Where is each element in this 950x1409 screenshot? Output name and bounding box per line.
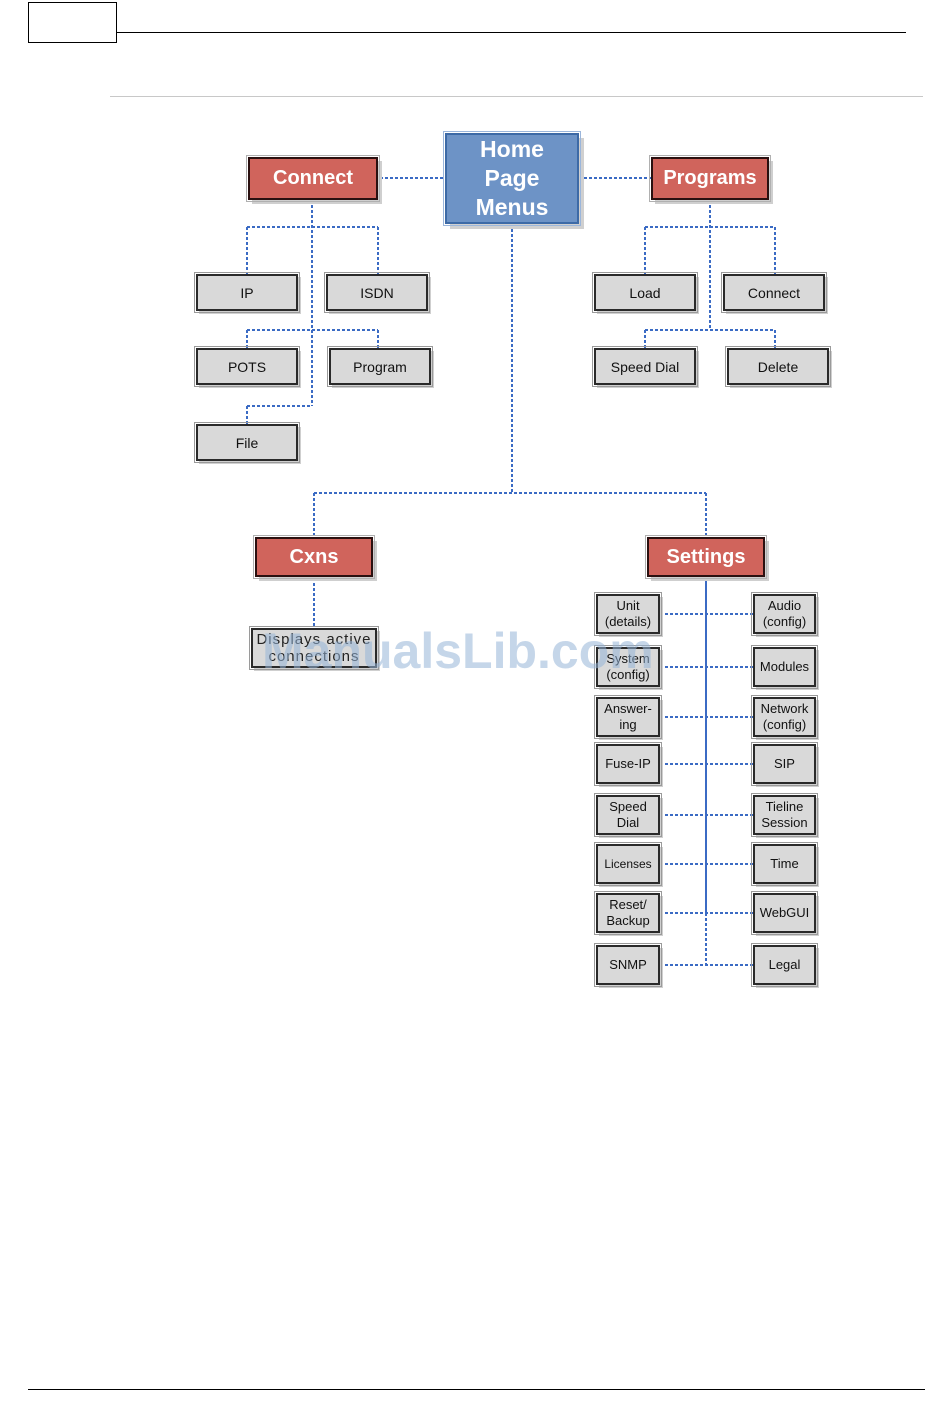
settings-item-licenses: Licenses	[594, 842, 662, 886]
manualslib-watermark: ManualsLib.com	[262, 623, 654, 679]
connect-item-isdn: ISDN	[324, 272, 430, 313]
settings-item-audio-config: Audio (config)	[751, 592, 818, 636]
settings-item-legal: Legal	[751, 943, 818, 987]
programs-item-connect: Connect	[721, 272, 827, 313]
programs-node: Programs	[649, 155, 771, 202]
settings-node: Settings	[645, 535, 767, 579]
cxns-node: Cxns	[253, 535, 375, 579]
settings-item-time: Time	[751, 842, 818, 886]
settings-item-webgui: WebGUI	[751, 891, 818, 935]
settings-item-fuse-ip: Fuse-IP	[594, 742, 662, 786]
footer-rule	[28, 1389, 925, 1390]
connect-item-file: File	[194, 422, 300, 463]
settings-item-speed-dial: Speed Dial	[594, 793, 662, 837]
home-page-menus-node: Home Page Menus	[443, 131, 581, 226]
settings-item-snmp: SNMP	[594, 943, 662, 987]
header-rule	[117, 32, 906, 33]
settings-item-answering: Answer- ing	[594, 695, 662, 739]
programs-item-speed-dial: Speed Dial	[592, 346, 698, 387]
programs-item-delete: Delete	[725, 346, 831, 387]
connect-item-pots: POTS	[194, 346, 300, 387]
settings-item-sip: SIP	[751, 742, 818, 786]
connect-node: Connect	[246, 155, 380, 202]
programs-item-load: Load	[592, 272, 698, 313]
settings-item-unit-details: Unit (details)	[594, 592, 662, 636]
settings-item-reset-backup: Reset/ Backup	[594, 891, 662, 935]
page-number-box	[28, 2, 117, 43]
section-rule	[110, 96, 923, 97]
settings-item-modules: Modules	[751, 645, 818, 689]
connect-item-program: Program	[327, 346, 433, 387]
settings-item-system-config: System (config)	[594, 645, 662, 689]
settings-item-network-config: Network (config)	[751, 695, 818, 739]
settings-item-tieline-session: Tieline Session	[751, 793, 818, 837]
cxns-item-active-connections: Displays active connections	[249, 626, 379, 670]
connect-item-ip: IP	[194, 272, 300, 313]
